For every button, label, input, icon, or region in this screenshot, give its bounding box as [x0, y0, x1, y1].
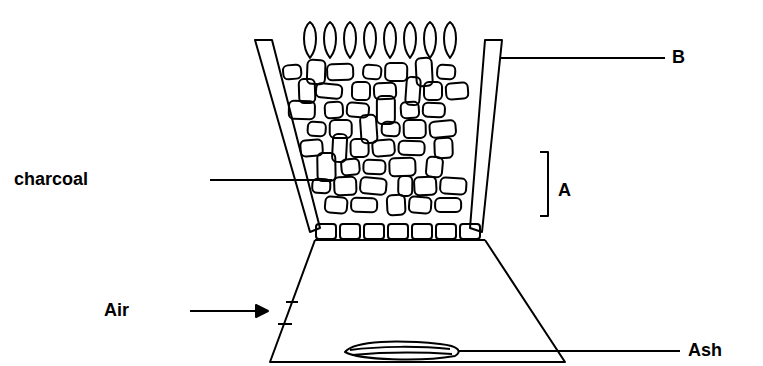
ash-pile — [345, 342, 459, 360]
charcoal-lump — [440, 177, 467, 195]
charcoal-lump — [334, 177, 357, 196]
charcoal-lump — [423, 102, 446, 117]
grate-block — [412, 224, 432, 239]
inlet-lip — [286, 301, 298, 303]
charcoal-lump — [398, 141, 424, 156]
charcoal-lump — [327, 64, 354, 81]
charcoal-lump — [360, 177, 387, 195]
charcoal-lump — [307, 121, 326, 136]
flame — [404, 22, 416, 58]
charcoal-lump — [332, 134, 347, 163]
part-label: Ash — [688, 341, 722, 359]
charcoal-lump — [324, 196, 347, 214]
charcoal-lump — [377, 96, 395, 124]
charcoal-lump — [445, 82, 468, 99]
charcoal-lump — [437, 64, 456, 79]
grate-block — [364, 224, 384, 239]
inlet-gap — [278, 302, 286, 324]
charcoal-lump — [351, 198, 377, 212]
charcoal-lump — [283, 64, 302, 80]
charcoal-lump — [385, 63, 407, 81]
charcoal-lumps — [283, 58, 469, 216]
charcoal-lump — [317, 153, 335, 181]
charcoal-lump — [341, 158, 360, 176]
ash-chamber — [270, 240, 565, 362]
grate-block — [316, 224, 336, 239]
part-label: charcoal — [14, 170, 88, 188]
charcoal-lump — [372, 139, 395, 157]
bracket — [540, 152, 548, 216]
charcoal-lump — [398, 176, 412, 196]
charcoal-lump — [426, 156, 444, 177]
flame — [424, 22, 436, 58]
flame — [364, 22, 376, 58]
leader-line — [458, 350, 680, 352]
air-arrow — [190, 310, 262, 312]
charcoal-lump — [409, 196, 432, 213]
charcoal-lump — [424, 82, 442, 100]
callout-letter: A — [558, 181, 571, 199]
flame — [324, 22, 336, 58]
grate-block — [388, 224, 408, 239]
flames — [304, 22, 456, 58]
charcoal-lump — [299, 79, 316, 104]
right-wall — [470, 40, 502, 232]
inlet-lip — [278, 323, 292, 325]
charcoal-lump — [289, 101, 315, 119]
leader-line — [210, 179, 332, 181]
charcoal-lump — [307, 60, 326, 85]
charcoal-lump — [381, 122, 400, 137]
flame — [304, 22, 316, 58]
charcoal-lump — [363, 160, 385, 175]
leader-line — [500, 57, 665, 59]
arrow-head — [256, 305, 268, 317]
charcoal-lump — [435, 198, 461, 212]
charcoal-lump — [414, 176, 437, 195]
grate-base — [315, 239, 485, 241]
charcoal-lump — [404, 120, 426, 138]
charcoal-lump — [389, 158, 416, 177]
ash-layer — [350, 347, 450, 350]
flame — [344, 22, 356, 58]
grate-block — [460, 224, 480, 239]
charcoal-lump — [352, 82, 370, 100]
charcoal-lump — [363, 64, 382, 80]
charcoal-lump — [434, 138, 453, 159]
part-label: B — [672, 48, 685, 66]
charcoal-lump — [324, 102, 343, 119]
ash-layer — [352, 353, 452, 355]
charcoal-lump — [429, 120, 456, 138]
charcoal-lump — [330, 120, 352, 138]
charcoal-lump — [350, 139, 368, 157]
flame — [384, 22, 396, 58]
flame — [444, 22, 456, 58]
charcoal-lump — [387, 195, 406, 216]
grate-block — [340, 224, 360, 239]
grate-block — [436, 224, 456, 239]
part-label: Air — [104, 301, 129, 319]
charcoal-lump — [400, 101, 419, 118]
charcoal-lump — [315, 83, 342, 99]
grate — [316, 224, 480, 239]
